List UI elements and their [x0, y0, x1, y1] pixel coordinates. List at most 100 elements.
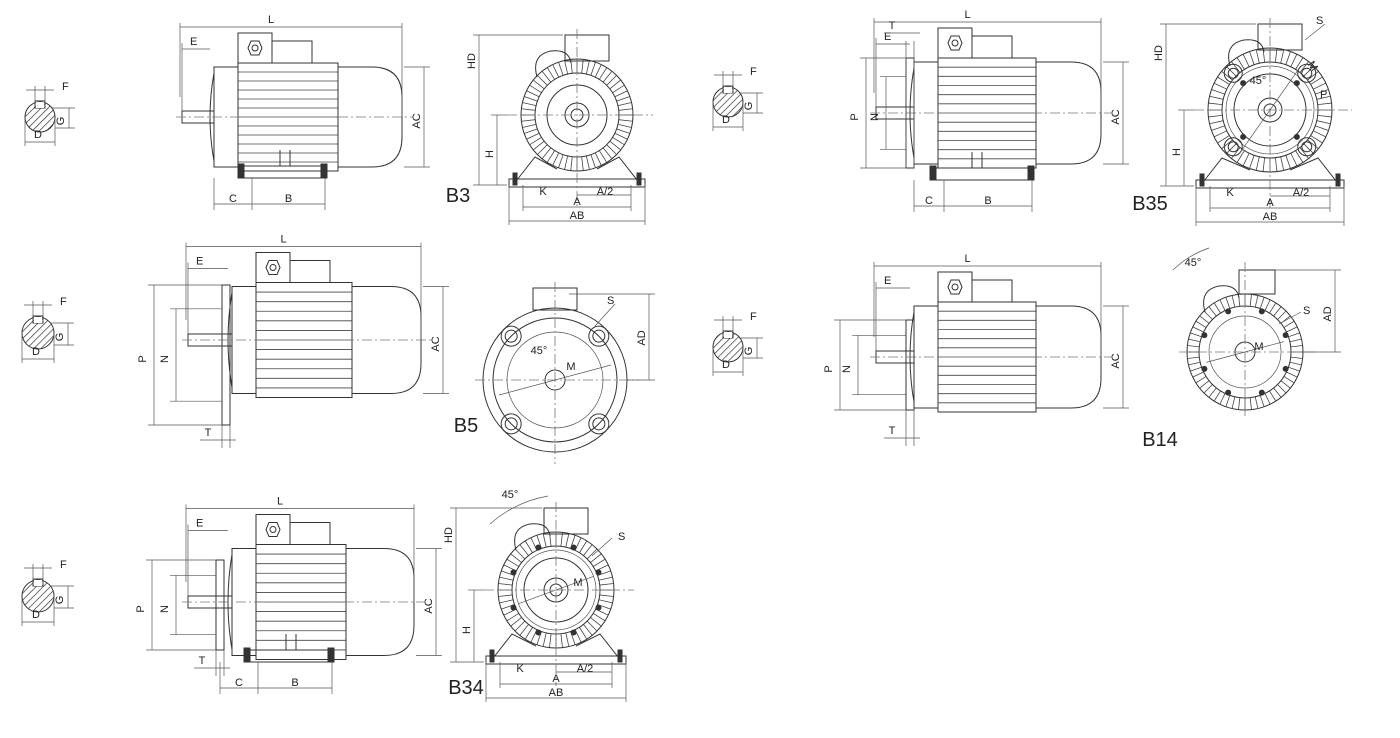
dim-label-a: A	[552, 673, 560, 685]
dim-label-f: F	[750, 311, 757, 323]
motor-side-view-b3: L AC E C B	[176, 14, 430, 210]
dim-label-n: N	[869, 113, 881, 121]
dim-label-l: L	[964, 9, 970, 21]
dim-label-d: D	[722, 114, 730, 126]
dim-label-f: F	[750, 66, 757, 78]
dim-label-t: T	[889, 425, 896, 437]
dim-label-h: H	[461, 626, 473, 634]
dim-label-f: F	[62, 81, 69, 93]
dim-label-d: D	[722, 359, 730, 371]
dim-label-b: B	[285, 193, 292, 205]
dim-label-n: N	[159, 605, 171, 613]
dim-label-e: E	[196, 518, 203, 530]
shaft-section: F G D	[24, 81, 75, 146]
dim-label-g: G	[54, 333, 66, 342]
dim-label-t: T	[199, 655, 206, 667]
dim-label-hd: HD	[443, 527, 455, 543]
dim-label-b35: B35	[1132, 193, 1168, 215]
dim-label-ac: AC	[1110, 353, 1122, 368]
motor-front-view-b34: HD H K A/2A AB M S 45° B34	[443, 489, 634, 702]
dim-label-l: L	[280, 234, 286, 246]
dim-label-hd: HD	[1153, 45, 1165, 61]
dim-label-g: G	[743, 102, 755, 111]
dim-label-a2: A/2	[597, 186, 614, 198]
motor-front-view-b3: HD H K A/2A AB B3	[446, 29, 653, 225]
dim-label-e: E	[884, 31, 891, 43]
dim-label-p: P	[1320, 89, 1327, 101]
dim-label-e: E	[196, 256, 203, 268]
dim-label-h: H	[484, 150, 496, 158]
dim-label-d: D	[34, 129, 42, 141]
dim-label-s: S	[1303, 305, 1310, 317]
dim-label-k: K	[516, 663, 524, 675]
dim-label-s: S	[618, 531, 625, 543]
dim-label-s: S	[1316, 15, 1323, 27]
dim-label-c: C	[229, 193, 237, 205]
dim-label-c: C	[235, 677, 243, 689]
dim-label-e: E	[190, 36, 197, 48]
dim-label-b: B	[984, 195, 991, 207]
dim-label-a2: A/2	[1293, 187, 1310, 199]
dim-label-p: P	[137, 355, 149, 362]
motor-side-view-b34: L AC E C B P N T	[135, 496, 442, 694]
dim-label-g: G	[54, 596, 66, 605]
motor-front-view-b14: M S 45° AD B14	[1142, 247, 1341, 451]
dim-label-n: N	[159, 355, 171, 363]
dim-label-k: K	[1226, 187, 1234, 199]
dim-label-h: H	[1171, 148, 1183, 156]
motor-front-view-b5: M 45° S AD B5	[454, 282, 655, 464]
dim-label-hd: HD	[466, 53, 478, 69]
dim-label-m: M	[1254, 341, 1263, 353]
dim-label-f: F	[60, 559, 67, 571]
dim-label-ac: AC	[430, 336, 442, 351]
dim-label-a2: A/2	[577, 663, 594, 675]
dim-label-g: G	[55, 117, 67, 126]
motor-side-view-b35: L AC E C B P N T	[849, 9, 1129, 212]
dim-label-ac: AC	[423, 598, 435, 613]
dim-label-l: L	[268, 14, 274, 26]
dim-label-d: D	[32, 609, 40, 621]
dim-label-d: D	[32, 346, 40, 358]
shaft-section: F G D	[712, 66, 763, 131]
dim-label-g: G	[743, 347, 755, 356]
dim-label-deg45: 45°	[1250, 75, 1267, 87]
dim-label-ab: AB	[549, 687, 564, 699]
shaft-section: F G D	[712, 311, 763, 376]
dim-label-ac: AC	[1110, 109, 1122, 124]
dim-label-k: K	[539, 186, 547, 198]
dim-label-b: B	[291, 677, 298, 689]
dim-label-deg45: 45°	[531, 345, 548, 357]
dim-label-b14: B14	[1142, 429, 1178, 451]
dim-label-l: L	[277, 496, 283, 508]
dim-label-p: P	[135, 605, 147, 612]
dim-label-deg45: 45°	[1185, 257, 1202, 269]
dim-label-e: E	[884, 275, 891, 287]
shaft-section: F G D	[21, 559, 74, 626]
dim-label-ad: AD	[636, 330, 648, 345]
motor-side-view-b5: L AC E P N T	[137, 234, 449, 448]
dim-label-n: N	[841, 365, 853, 373]
dim-label-ab: AB	[570, 210, 585, 222]
dim-label-a: A	[573, 196, 581, 208]
dim-label-a: A	[1266, 197, 1274, 209]
dim-label-b5: B5	[454, 415, 478, 437]
dim-label-t: T	[889, 20, 896, 32]
dim-label-b34: B34	[448, 677, 484, 699]
dim-label-ab: AB	[1263, 211, 1278, 223]
dim-label-p: P	[849, 113, 861, 120]
dim-label-deg45: 45°	[502, 489, 519, 501]
dim-label-s: S	[607, 295, 614, 307]
dim-label-ac: AC	[411, 113, 423, 128]
dim-label-f: F	[60, 296, 67, 308]
dim-label-c: C	[925, 195, 933, 207]
dim-label-ad: AD	[1322, 306, 1334, 321]
dim-label-t: T	[205, 427, 212, 439]
dim-label-m: M	[566, 361, 575, 373]
dim-label-m: M	[573, 577, 582, 589]
dim-label-p: P	[823, 365, 835, 372]
dim-label-b3: B3	[446, 185, 470, 207]
